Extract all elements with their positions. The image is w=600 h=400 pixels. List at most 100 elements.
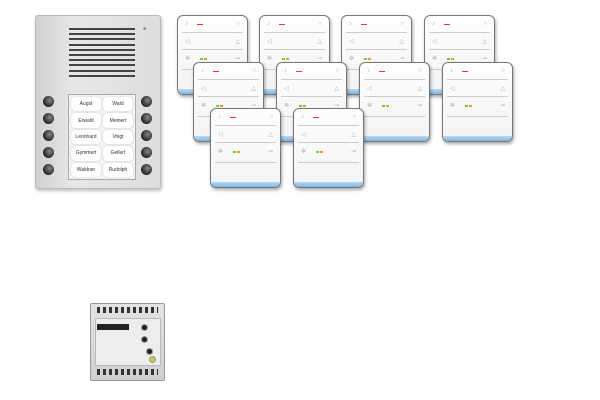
green-indicator [447, 58, 450, 60]
speaker-icon: ◁ [284, 86, 289, 92]
bell-icon: △ [351, 132, 356, 138]
power-supply-unit [90, 303, 165, 381]
orange-indicator [469, 105, 472, 107]
circle-icon: ○ [236, 21, 240, 27]
status-indicator [197, 24, 203, 26]
speaker-icon: ◁ [450, 86, 455, 92]
status-indicator [313, 117, 319, 119]
left-buttons [43, 96, 54, 175]
speaker-icon: ◁ [201, 86, 206, 92]
key-icon: ⊸ [316, 56, 322, 62]
key-icon: ⊸ [398, 56, 404, 62]
bell-icon: ♪ [218, 114, 221, 120]
light-icon: ✲ [450, 103, 456, 109]
call-button[interactable] [141, 164, 152, 175]
speaker-icon: ◁ [432, 39, 437, 45]
status-indicator [361, 24, 367, 26]
bell-icon: △ [251, 86, 256, 92]
status-indicator [296, 71, 302, 73]
circle-icon: ○ [269, 114, 273, 120]
green-indicator [282, 58, 285, 60]
light-icon: ✲ [284, 103, 290, 109]
call-button[interactable] [141, 147, 152, 158]
circle-icon: ○ [400, 21, 404, 27]
circle-icon: ○ [335, 68, 339, 74]
circle-icon: ○ [318, 21, 322, 27]
bottom-terminals [97, 369, 158, 375]
orange-indicator [204, 58, 207, 60]
right-buttons [141, 96, 152, 175]
brand-logo: ■ [142, 26, 146, 32]
call-button[interactable] [141, 96, 152, 107]
light-icon: ✲ [201, 103, 207, 109]
name-label: Waldner [71, 162, 101, 177]
green-indicator [316, 151, 319, 153]
status-indicator [379, 71, 385, 73]
bell-icon: △ [317, 39, 322, 45]
indoor-handset: ♪ ○ ◁ △ ✲ ⊸ [442, 62, 513, 142]
bell-icon: ♪ [267, 21, 270, 27]
status-indicator [230, 117, 236, 119]
call-button[interactable] [43, 130, 54, 141]
green-indicator [299, 105, 302, 107]
bell-icon: ♪ [450, 68, 453, 74]
green-indicator [465, 105, 468, 107]
call-button[interactable] [141, 130, 152, 141]
psu-label [97, 324, 129, 330]
call-button[interactable] [43, 113, 54, 124]
key-icon: ⊸ [499, 103, 505, 109]
adjust-knob [146, 348, 153, 355]
green-indicator [233, 151, 236, 153]
indoor-handset: ♪○◁△✲⊸ [210, 108, 281, 188]
status-indicator [462, 71, 468, 73]
light-icon: ✲ [367, 103, 373, 109]
call-button[interactable] [43, 164, 54, 175]
key-icon: ⊸ [267, 149, 273, 155]
green-indicator [216, 105, 219, 107]
bell-icon: △ [334, 86, 339, 92]
bell-icon: ♪ [367, 68, 370, 74]
accent-strip [211, 182, 280, 187]
orange-indicator [451, 58, 454, 60]
status-indicator [213, 71, 219, 73]
call-button[interactable] [43, 147, 54, 158]
green-indicator [364, 58, 367, 60]
bell-icon: △ [417, 86, 422, 92]
indoor-handset: ♪○◁△✲⊸ [293, 108, 364, 188]
light-icon: ✲ [349, 56, 355, 62]
bell-icon: ♪ [185, 21, 188, 27]
speaker-grille [69, 28, 135, 80]
orange-indicator [286, 58, 289, 60]
light-icon: ✲ [185, 56, 191, 62]
name-label: Gellert [103, 146, 133, 161]
key-icon: ⊸ [481, 56, 487, 62]
orange-indicator [303, 105, 306, 107]
call-button[interactable] [43, 96, 54, 107]
top-terminals [97, 307, 158, 313]
orange-indicator [368, 58, 371, 60]
circle-icon: ○ [483, 21, 487, 27]
name-label: Leonhard [71, 129, 101, 145]
light-icon: ✲ [432, 56, 438, 62]
green-indicator [200, 58, 203, 60]
bell-icon: △ [268, 132, 273, 138]
accent-strip [360, 136, 429, 141]
indoor-handset: ♪○◁△✲⊸ [359, 62, 430, 142]
key-icon: ⊸ [350, 149, 356, 155]
call-button[interactable] [141, 113, 152, 124]
circle-icon: ○ [252, 68, 256, 74]
speaker-icon: ◁ [367, 86, 372, 92]
circle-icon: ○ [352, 114, 356, 120]
bell-icon: △ [235, 39, 240, 45]
led-indicator [149, 356, 156, 363]
name-label: Rudolph [103, 162, 133, 177]
key-icon: ⊸ [250, 103, 256, 109]
bell-icon: △ [500, 86, 505, 92]
bell-icon: ♪ [301, 114, 304, 120]
orange-indicator [320, 151, 323, 153]
bell-icon: △ [482, 39, 487, 45]
accent-strip [443, 136, 512, 141]
light-icon: ✲ [267, 56, 273, 62]
circle-icon: ○ [501, 68, 505, 74]
orange-indicator [237, 151, 240, 153]
